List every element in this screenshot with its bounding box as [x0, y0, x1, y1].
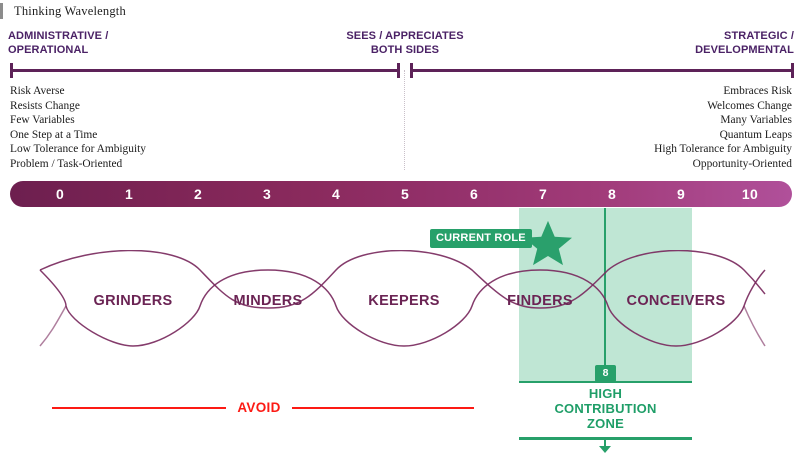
pole-left-line2: OPERATIONAL — [8, 43, 89, 56]
role-label-finders: FINDERS — [507, 293, 573, 309]
zone-arrow-stem — [604, 439, 606, 448]
axis-segment-right — [410, 69, 794, 72]
role-label-keepers: KEEPERS — [368, 293, 440, 309]
attribute-item-left-4: Low Tolerance for Ambiguity — [10, 143, 146, 156]
wavelength-scale-bar: 0 1 2 3 4 5 6 7 8 9 10 — [10, 181, 792, 207]
attribute-item-right-3: Quantum Leaps — [719, 128, 792, 141]
attribute-item-right-1: Welcomes Change — [707, 99, 792, 112]
current-role-badge: CURRENT ROLE — [430, 229, 532, 248]
scale-tick-10: 10 — [741, 186, 759, 202]
role-label-conceivers: CONCEIVERS — [626, 293, 726, 309]
high-contribution-zone-caption: HIGH CONTRIBUTION ZONE — [519, 386, 692, 431]
attribute-item-left-1: Resists Change — [10, 99, 80, 112]
attribute-item-right-4: High Tolerance for Ambiguity — [654, 143, 792, 156]
midpoint-dotted-divider — [404, 70, 405, 170]
attribute-item-left-0: Risk Averse — [10, 85, 65, 97]
scale-tick-4: 4 — [331, 186, 341, 202]
current-role-score-badge: 8 — [595, 365, 616, 382]
current-role-vertical-line — [604, 208, 606, 371]
scale-tick-6: 6 — [469, 186, 479, 202]
axis-endcap-middle-right — [410, 63, 413, 78]
scale-tick-5: 5 — [400, 186, 410, 202]
scale-tick-7: 7 — [538, 186, 548, 202]
avoid-label: AVOID — [237, 400, 281, 415]
attribute-item-right-0: Embraces Risk — [723, 85, 792, 97]
role-label-grinders: GRINDERS — [93, 293, 173, 309]
role-wave-curves — [0, 249, 800, 360]
pole-label-left: ADMINISTRATIVE / OPERATIONAL — [8, 30, 108, 57]
scale-tick-3: 3 — [262, 186, 272, 202]
spectrum-axis — [0, 62, 800, 78]
pole-mid-line1: SEES / APPRECIATES — [346, 30, 464, 42]
axis-endcap-middle-left — [397, 63, 400, 78]
scale-tick-8: 8 — [607, 186, 617, 202]
zone-caption-line3: ZONE — [587, 416, 624, 431]
avoid-marker: AVOID — [0, 400, 800, 418]
pole-right-line2: DEVELOPMENTAL — [695, 43, 794, 56]
attribute-item-left-2: Few Variables — [10, 114, 75, 127]
scale-tick-2: 2 — [193, 186, 203, 202]
avoid-rule-right — [292, 407, 474, 409]
role-label-minders: MINDERS — [233, 293, 303, 309]
attribute-item-right-2: Many Variables — [720, 114, 792, 127]
scale-tick-9: 9 — [676, 186, 686, 202]
axis-endcap-right — [791, 63, 794, 78]
title-accent-rule — [0, 3, 3, 19]
pole-label-right: STRATEGIC / DEVELOPMENTAL — [695, 30, 794, 57]
pole-label-middle: SEES / APPRECIATES BOTH SIDES — [305, 30, 505, 57]
axis-endcap-left — [10, 63, 13, 78]
zone-rule-bottom — [519, 437, 692, 440]
attribute-item-left-5: Problem / Task-Oriented — [10, 157, 123, 170]
star-icon — [524, 219, 572, 267]
zone-caption-line1: HIGH — [588, 386, 623, 401]
zone-rule-top — [519, 381, 692, 383]
axis-segment-left — [10, 69, 400, 72]
zone-caption-line2: CONTRIBUTION — [554, 401, 657, 416]
pole-left-line1: ADMINISTRATIVE / — [8, 30, 109, 42]
pole-right-line1: STRATEGIC / — [724, 30, 794, 42]
pole-mid-line2: BOTH SIDES — [370, 43, 440, 56]
title-text: Thinking Wavelength — [14, 3, 126, 18]
scale-tick-0: 0 — [55, 186, 65, 202]
attribute-item-left-3: One Step at a Time — [10, 128, 98, 141]
scale-tick-1: 1 — [124, 186, 134, 202]
page-title: Thinking Wavelength — [0, 2, 126, 20]
avoid-rule-left — [52, 407, 226, 409]
down-arrow-icon — [599, 446, 611, 453]
attribute-item-right-5: Opportunity-Oriented — [692, 157, 792, 170]
